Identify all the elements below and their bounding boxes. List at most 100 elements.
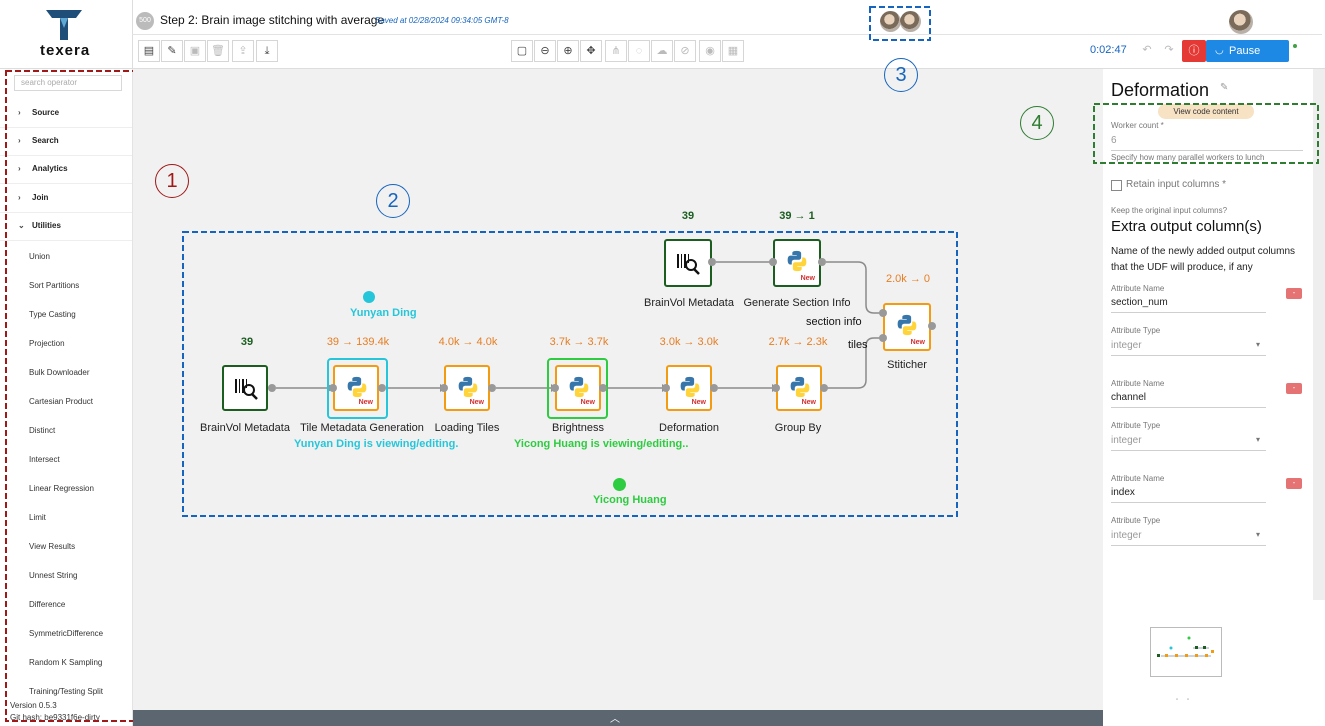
workflow-canvas[interactable] [133,69,1103,710]
attribute-name-input[interactable]: channel [1111,392,1147,403]
output-port[interactable] [708,258,716,266]
output-port[interactable] [820,384,828,392]
operator-tile-metadata-generation[interactable]: New [333,365,379,411]
grid-icon[interactable]: ▦ [722,40,744,62]
operator-item[interactable]: Training/Testing Split [29,687,103,696]
delete-icon[interactable]: 🗑 [207,40,229,62]
operator-item[interactable]: Difference [29,600,66,609]
output-port[interactable] [710,384,718,392]
avatar[interactable] [1229,10,1253,34]
output-port[interactable] [818,258,826,266]
category-source[interactable]: ›Source [0,99,132,128]
attribute-type-select[interactable]: integer [1111,530,1142,541]
share-icon[interactable]: ⋔ [605,40,627,62]
operator-loading-tiles[interactable]: New [444,365,490,411]
attribute-name-input[interactable]: index [1111,487,1135,498]
delete-column-button[interactable]: - [1286,383,1302,394]
annotation-number: 2 [376,184,410,218]
pause-button[interactable]: ◡ Pause [1206,40,1289,62]
operator-brightness[interactable]: New [555,365,601,411]
zoom-fit-icon[interactable]: ▢ [511,40,533,62]
input-port[interactable] [879,309,887,317]
input-underline [1111,502,1266,503]
operator-deformation[interactable]: New [666,365,712,411]
edit-icon[interactable]: ✎ [1220,82,1229,93]
operator-item[interactable]: Distinct [29,426,56,435]
view-code-button[interactable]: View code content [1158,104,1254,119]
result-panel-bar[interactable] [133,710,1103,726]
zoom-out-icon[interactable]: ⊖ [534,40,556,62]
fullscreen-icon[interactable]: ✥ [580,40,602,62]
delete-column-button[interactable]: - [1286,288,1302,299]
operator-brainvol-metadata[interactable] [222,365,268,411]
minimap-preview [1157,636,1214,657]
field-hint: Keep the original input columns? [1111,206,1228,215]
output-port[interactable] [378,384,386,392]
category-join[interactable]: ›Join [0,184,132,213]
disable-icon[interactable]: ⊘ [674,40,696,62]
view-icon[interactable]: ◉ [699,40,721,62]
input-port[interactable] [769,258,777,266]
operator-item[interactable]: Projection [29,339,65,348]
redo-icon[interactable]: ↷ [1158,40,1180,62]
workflow-count-badge: 500 [136,12,154,30]
upload-icon[interactable]: ⇪ [232,40,254,62]
search-operator-input[interactable]: search operator [14,75,122,91]
attribute-type-select[interactable]: integer [1111,435,1142,446]
operator-stiticher[interactable]: New [883,303,931,351]
category-analytics[interactable]: ›Analytics [0,155,132,184]
operator-item[interactable]: Bulk Downloader [29,368,90,377]
property-panel [1103,69,1313,600]
attribute-name-input[interactable]: section_num [1111,297,1168,308]
operator-item[interactable]: Intersect [29,455,60,464]
input-port[interactable] [551,384,559,392]
operator-item[interactable]: Random K Sampling [29,658,103,667]
scrollbar[interactable] [1313,69,1325,600]
input-port[interactable] [772,384,780,392]
menu-icon[interactable]: ▤ [138,40,160,62]
operator-generate-section-info[interactable]: New [773,239,821,287]
avatar[interactable] [900,11,921,32]
operator-brainvol-metadata-2[interactable] [664,239,712,287]
operator-item[interactable]: View Results [29,542,76,551]
operator-group-by[interactable]: New [776,365,822,411]
category-search[interactable]: ›Search [0,127,132,156]
retain-columns-checkbox[interactable] [1111,180,1122,191]
operator-item[interactable]: Linear Regression [29,484,94,493]
output-port[interactable] [599,384,607,392]
python-icon [787,250,807,272]
input-port[interactable] [440,384,448,392]
save-icon[interactable]: ▣ [184,40,206,62]
zoom-in-icon[interactable]: ⊕ [557,40,579,62]
delete-column-button[interactable]: - [1286,478,1302,489]
input-port[interactable] [879,334,887,342]
operator-item[interactable]: Limit [29,513,46,522]
worker-count-input[interactable]: 6 [1111,135,1117,146]
operator-item[interactable]: Sort Partitions [29,281,80,290]
minimap[interactable] [1150,627,1222,677]
comment-icon[interactable]: ◌ [628,40,650,62]
operator-item[interactable]: Cartesian Product [29,397,94,406]
operator-item[interactable]: Type Casting [29,310,76,319]
operator-item[interactable]: SymmetricDifference [29,629,104,638]
input-port[interactable] [662,384,670,392]
category-utilities[interactable]: ⌄Utilities [0,212,132,241]
undo-icon[interactable]: ↶ [1136,40,1158,62]
operator-item[interactable]: Unnest String [29,571,78,580]
input-port[interactable] [329,384,337,392]
workflow-title[interactable]: Step 2: Brain image stitching with avera… [160,13,385,27]
output-port[interactable] [928,322,936,330]
new-badge: New [910,339,925,346]
output-port[interactable] [268,384,276,392]
new-badge: New [469,399,484,406]
download-icon[interactable]: ⤓ [256,40,278,62]
output-port[interactable] [488,384,496,392]
operator-item[interactable]: Union [29,252,50,261]
avatar[interactable] [880,11,901,32]
kill-button[interactable]: ⓘ [1182,40,1206,62]
attribute-type-select[interactable]: integer [1111,340,1142,351]
operator-label: Stiticher [887,359,927,371]
edit-icon[interactable]: ✎ [161,40,183,62]
cloud-icon[interactable]: ☁ [651,40,673,62]
chevron-up-icon[interactable]: ︿ [610,714,620,725]
